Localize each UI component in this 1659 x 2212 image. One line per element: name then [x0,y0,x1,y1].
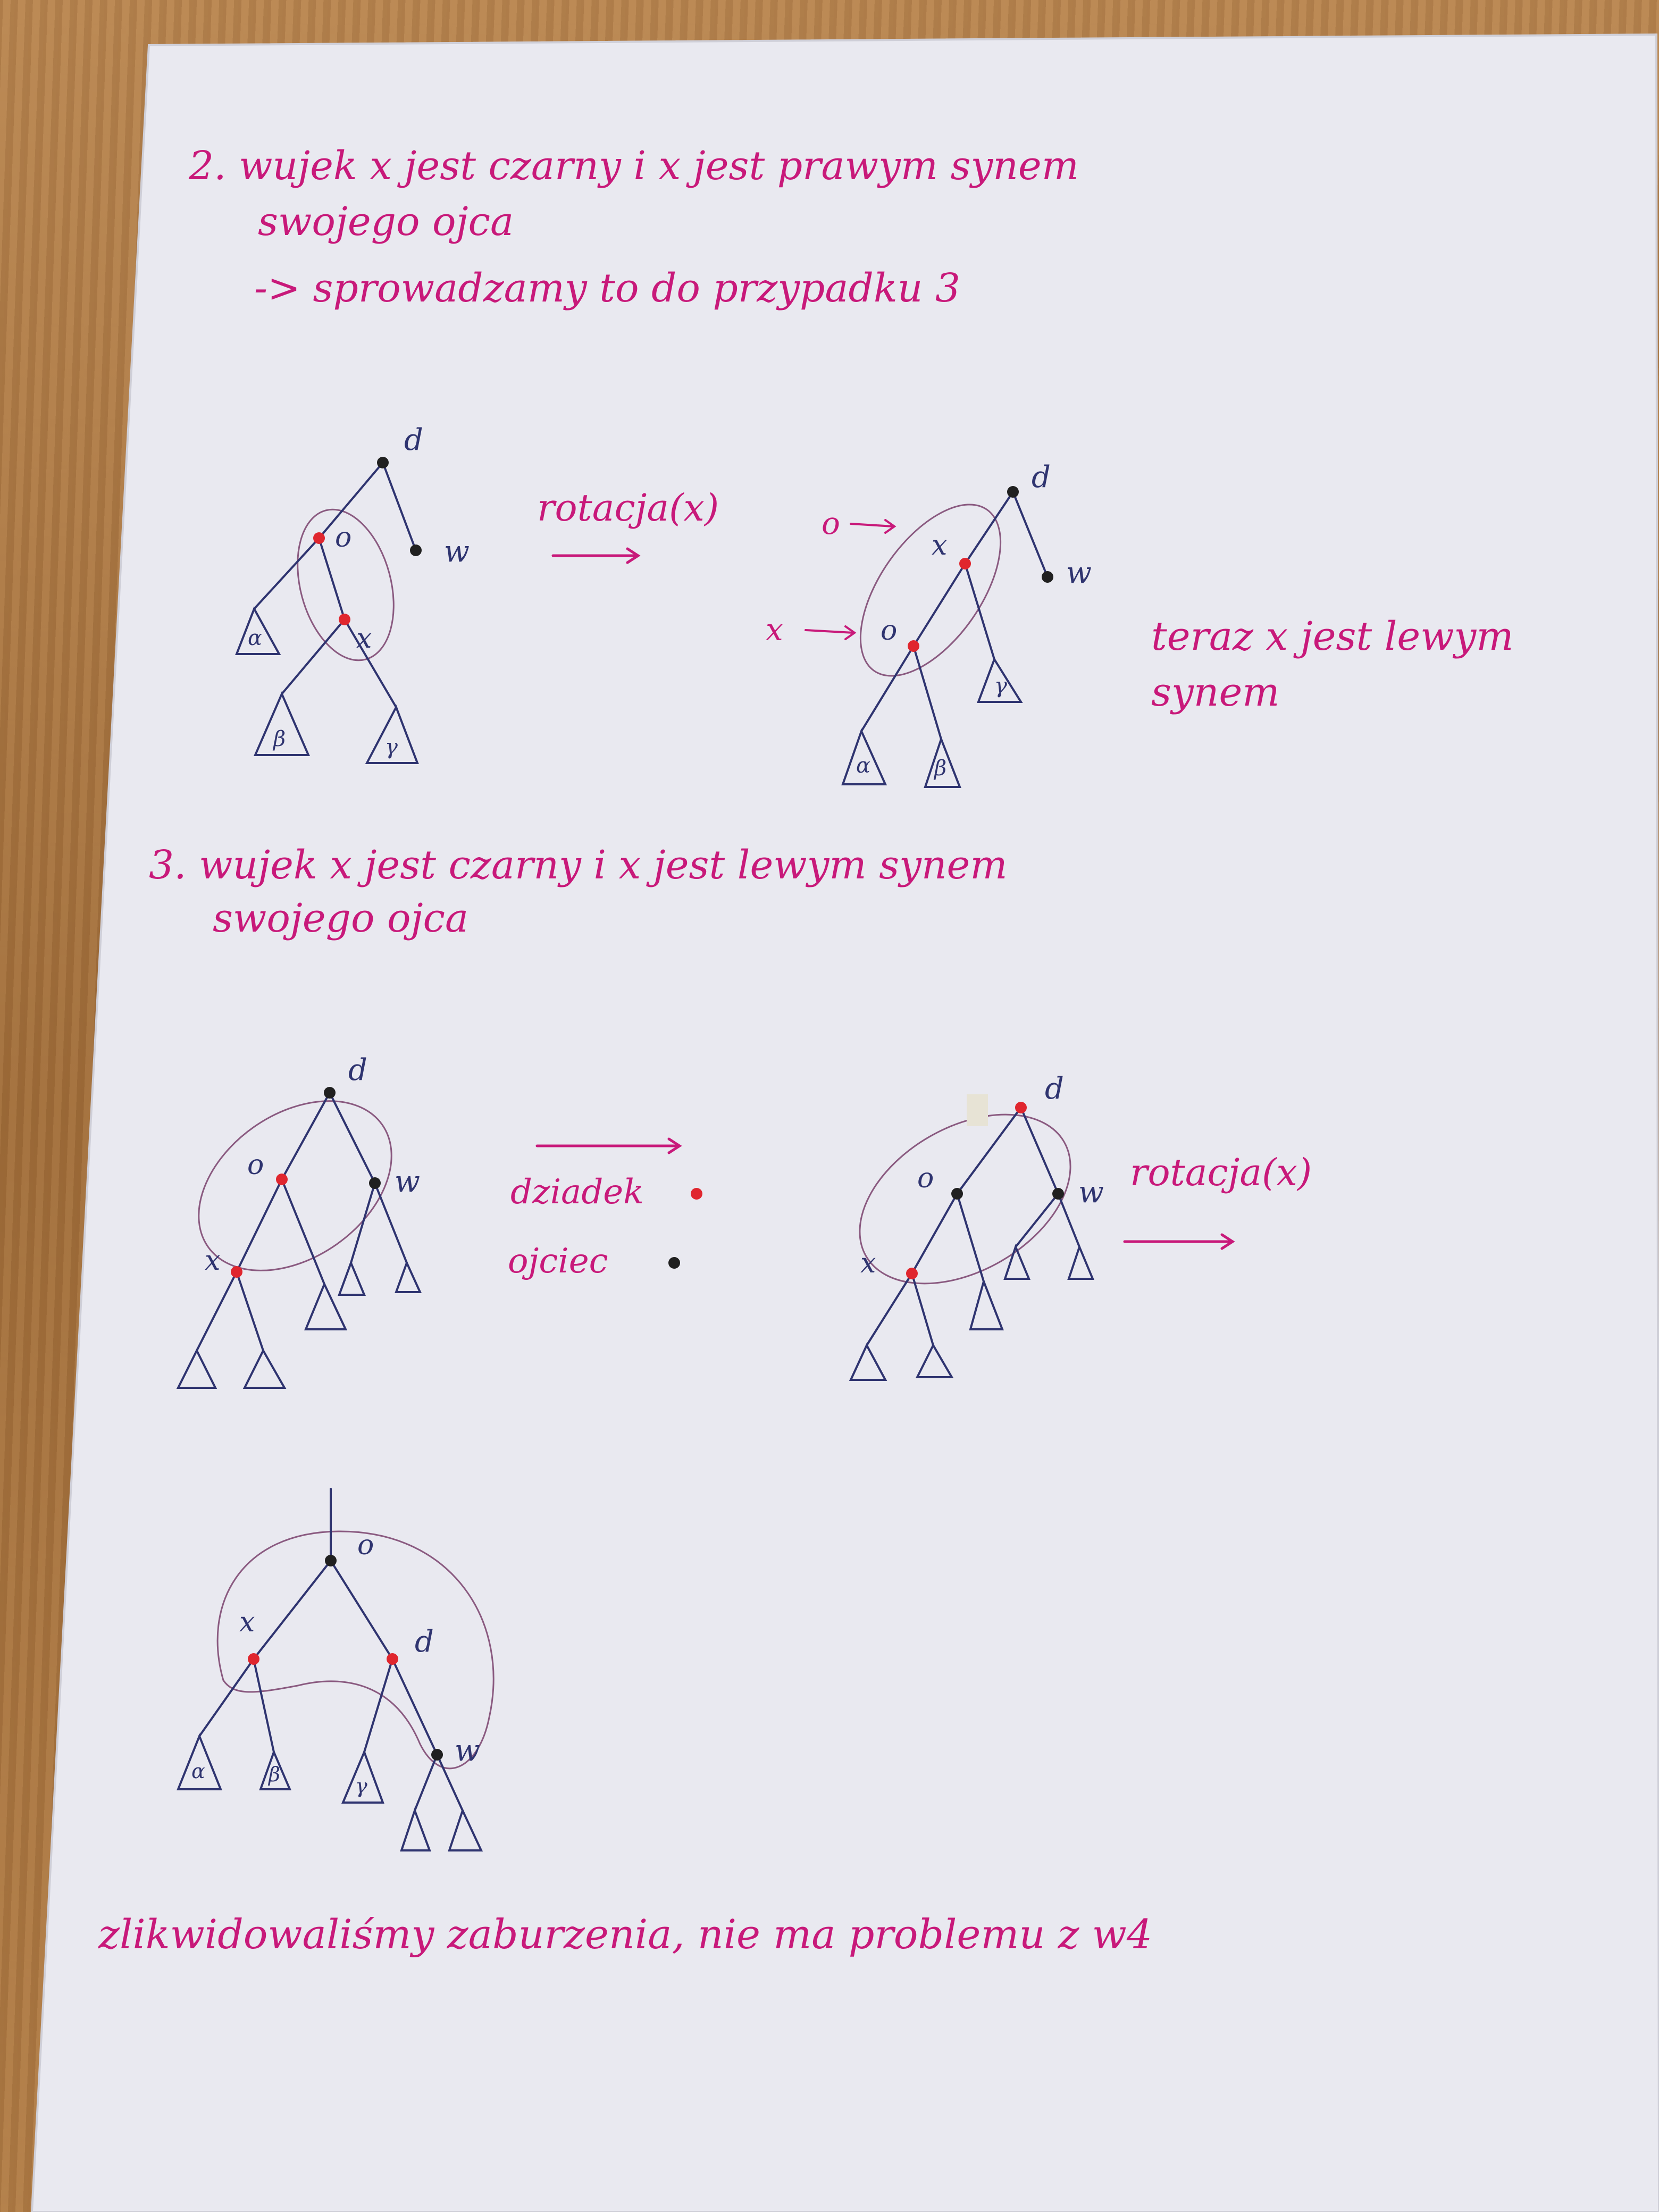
right-arrow-icon [535,1137,682,1154]
node-label-d: d [1045,1071,1064,1106]
case3-heading-line1: 3. wujek x jest czarny i x jest lewym sy… [149,842,1008,888]
pointer-label-o: o [822,505,840,541]
subtree-beta: β [269,1763,280,1786]
legend-black-dot [668,1257,680,1269]
node-label-d: d [1032,460,1051,495]
black-node-icon [410,544,422,556]
paper-sheet [32,35,1659,2212]
node-label-w: w [395,1164,420,1199]
black-node-icon [951,1188,963,1200]
black-node-icon [324,1087,336,1099]
subtree-beta: β [934,756,947,781]
case3-tree-before [176,1092,422,1389]
right-arrow-icon [1123,1233,1235,1250]
now-left-son-line2: synem [1151,669,1280,715]
rotation-label-2: rotacja(x) [1130,1151,1312,1194]
red-node-icon [339,614,350,625]
black-node-icon [377,457,389,468]
node-label-w: w [1078,1175,1104,1210]
red-node-icon [1015,1102,1027,1113]
node-label-w: w [444,534,470,569]
node-label-o: o [917,1162,934,1194]
node-label-x: x [860,1247,876,1279]
subtree-gamma: γ [355,1774,367,1798]
black-node-icon [1052,1188,1064,1200]
case3-tree-recolored-nodes [906,1094,1064,1279]
black-node-icon [325,1555,337,1566]
case3-heading-line2: swojego ojca [213,895,469,941]
right-arrow-icon [805,519,896,640]
node-label-x: x [932,530,948,562]
subtree-beta: β [273,727,286,751]
subtree-alpha: α [856,753,871,778]
red-node-icon [387,1653,398,1665]
red-node-icon [313,532,325,544]
now-left-son-line1: teraz x jest lewym [1151,614,1514,659]
node-label-d: d [404,423,423,457]
rotation-label-1: rotacja(x) [537,486,719,530]
black-node-icon [1007,486,1019,498]
black-node-icon [1042,571,1053,583]
case3-tree-recolored [849,1107,1094,1381]
red-node-icon [276,1174,288,1185]
case2-heading-line3: -> sprowadzamy to do przypadku 3 [254,265,960,311]
conclusion-text: zlikwidowaliśmy zaburzenia, nie ma probl… [98,1911,1153,1958]
case3-tree-result [177,1488,495,1851]
node-label-w: w [1066,556,1092,590]
right-arrow-icon [551,547,641,564]
node-label-d: d [415,1624,434,1659]
red-node-icon [959,558,971,569]
subtree-gamma: γ [994,674,1007,698]
red-node-icon [906,1268,918,1279]
black-node-icon [431,1749,443,1761]
node-label-o: o [357,1529,374,1561]
case2-tree-before-nodes [313,457,422,625]
pointer-label-x: x [766,611,783,648]
node-label-o: o [881,615,898,647]
node-label-w: w [455,1733,480,1768]
subtree-alpha: α [191,1759,205,1783]
black-node-icon [369,1177,381,1189]
case3-tree-result-nodes [248,1555,443,1761]
legend-grandfather: dziadek [510,1172,644,1212]
case2-tree-before [235,462,419,764]
case2-heading-line2: swojego ojca [258,199,514,245]
red-node-icon [231,1266,242,1278]
case2-heading-line1: 2. wujek x jest czarny i x jest prawym s… [189,143,1079,189]
legend-father: ojciec [508,1242,608,1281]
node-label-o: o [247,1149,264,1181]
node-label-x: x [356,623,372,655]
case2-tree-after-nodes [908,486,1053,652]
legend-red-dot [691,1188,702,1200]
node-label-o: o [335,522,352,554]
case2-tree-after [841,491,1049,788]
subtree-gamma: γ [385,735,398,759]
case3-tree-before-nodes [231,1087,381,1278]
node-label-x: x [239,1606,255,1638]
node-label-d: d [348,1053,367,1087]
subtree-alpha: α [248,626,263,650]
node-label-x: x [205,1245,221,1277]
red-node-icon [248,1653,259,1665]
red-node-icon [908,640,919,652]
